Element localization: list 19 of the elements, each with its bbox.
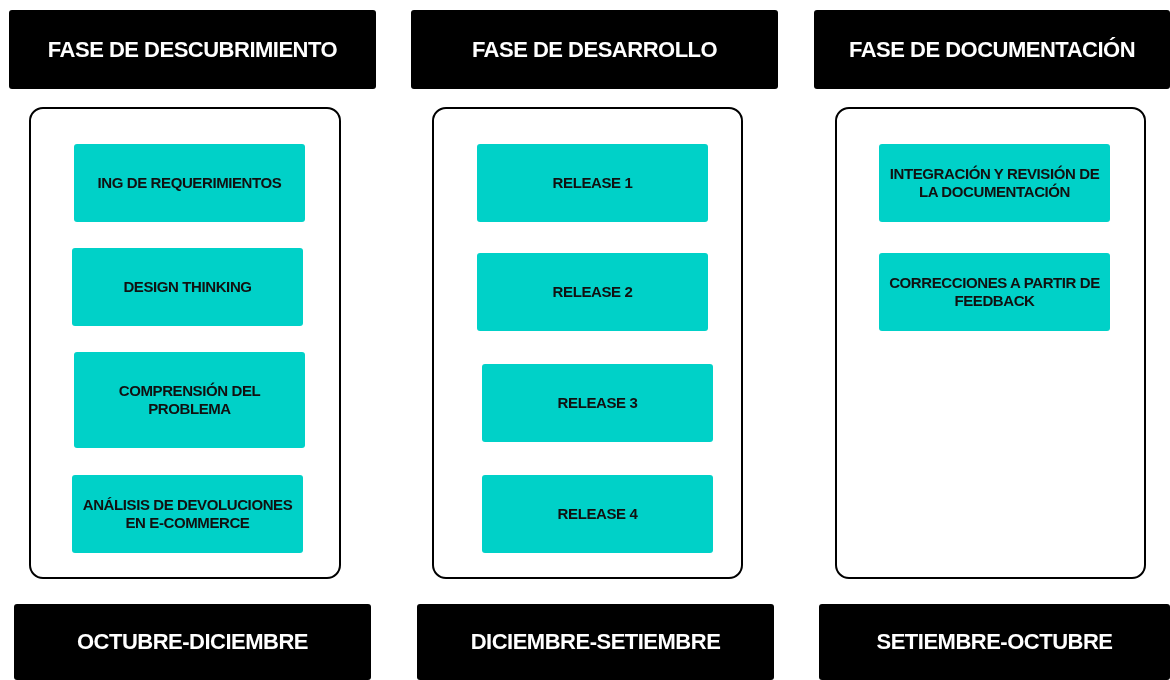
phase-panel xyxy=(29,107,341,579)
phase-header: OCTUBRE-DICIEMBRE xyxy=(14,604,371,680)
task-box: RELEASE 1 xyxy=(477,144,708,222)
task-box: ANÁLISIS DE DEVOLUCIONES EN E-COMMERCE xyxy=(72,475,303,553)
phase-panel xyxy=(835,107,1146,579)
task-box: RELEASE 4 xyxy=(482,475,713,553)
phase-header: FASE DE DESARROLLO xyxy=(411,10,778,89)
task-box: RELEASE 2 xyxy=(477,253,708,331)
task-box: RELEASE 3 xyxy=(482,364,713,442)
task-box: CORRECCIONES A PARTIR DE FEEDBACK xyxy=(879,253,1110,331)
phase-panel xyxy=(432,107,743,579)
phase-header: FASE DE DESCUBRIMIENTO xyxy=(9,10,376,89)
task-box: INTEGRACIÓN Y REVISIÓN DE LA DOCUMENTACIÓN xyxy=(879,144,1110,222)
phase-header: SETIEMBRE-OCTUBRE xyxy=(819,604,1170,680)
task-box: DESIGN THINKING xyxy=(72,248,303,326)
phase-header: FASE DE DOCUMENTACIÓN xyxy=(814,10,1170,89)
phase-header: DICIEMBRE-SETIEMBRE xyxy=(417,604,774,680)
task-box: ING DE REQUERIMIENTOS xyxy=(74,144,305,222)
task-box: COMPRENSIÓN DEL PROBLEMA xyxy=(74,352,305,448)
